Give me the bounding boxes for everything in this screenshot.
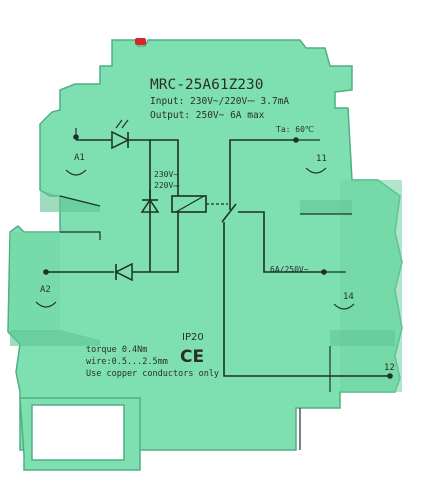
terminal-label-a2: A2 [40,285,51,295]
coil-voltage-ac: 230V~ [154,170,178,179]
contact-rating: 6A/250V~ [270,265,309,274]
model-number: MRC-25A61Z230 [150,77,264,93]
torque-spec: torque 0.4Nm [86,345,147,355]
terminal-slot-left-bottom [10,330,100,346]
terminal-slot-right-bottom [330,330,395,346]
ip-rating: IP20 [182,332,204,343]
input-spec: Input: 230V~/220V⎓ 3.7mA [150,96,289,107]
terminal-12-dot [387,373,393,379]
wire-spec: wire:0.5...2.5mm [86,357,168,367]
ce-mark: CE [180,347,204,367]
terminal-slot-right-top [300,200,352,214]
coil-voltage-dc: 220V⎓ [154,181,180,190]
output-spec: Output: 250V~ 6A max [150,110,265,121]
wiring-schematic [35,119,393,379]
led-diode-symbol [111,130,130,150]
housing-shade-left [10,232,60,332]
terminal-slot-left-top [40,190,100,212]
terminal-label-a1: A1 [74,153,85,163]
copper-note: Use copper conductors only [86,369,219,379]
terminal-label-12: 12 [384,363,395,373]
led-indicator [135,38,146,45]
terminal-label-14: 14 [343,292,354,302]
terminal-label-11: 11 [316,154,327,164]
housing-shade-right [340,180,402,392]
temperature-rating: Ta: 60℃ [276,125,314,134]
protection-diode-symbol [140,198,160,213]
foot-cutout [31,404,125,461]
